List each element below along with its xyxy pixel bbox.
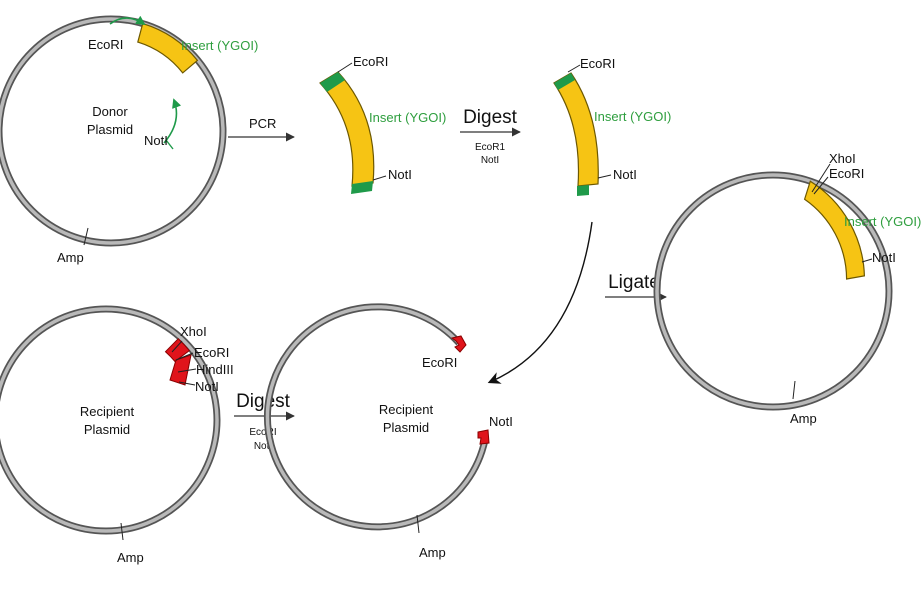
final-noti-label: NotI: [872, 250, 896, 265]
digested-ecori-end: [554, 73, 575, 90]
donor-noti-arrow: [163, 98, 182, 144]
digested-noti-label: NotI: [613, 167, 637, 182]
final-xhoi-label: XhoI: [829, 151, 856, 166]
final-insert-segment: [803, 180, 866, 280]
recipient-amp-label: Amp: [117, 550, 144, 565]
donor-name-line1: Donor: [92, 104, 128, 119]
digested-ecori-label: EcoRI: [580, 56, 615, 71]
digest-top-step: Digest EcoR1 NotI: [460, 107, 521, 166]
donor-noti-label: NotI: [144, 133, 168, 148]
digest-bottom-label: Digest: [236, 391, 291, 412]
digested-insert: EcoRI Insert (YGOI) NotI: [553, 56, 671, 196]
recipient-name-line1: Recipient: [80, 404, 135, 419]
donor-insert-label: Insert (YGOI): [181, 38, 258, 53]
recipient-xhoi-label: XhoI: [180, 324, 207, 339]
donor-ecori-label: EcoRI: [88, 37, 123, 52]
cut-recipient-plasmid: EcoRI NotI Recipient Plasmid Amp: [264, 303, 513, 560]
pcr-noti-end: [351, 181, 373, 194]
final-ecori-label: EcoRI: [829, 166, 864, 181]
final-amp-label: Amp: [790, 411, 817, 426]
pcr-noti-label: NotI: [388, 167, 412, 182]
final-plasmid: XhoI EcoRI Insert (YGOI) NotI Amp: [653, 151, 921, 426]
cut-name-line2: Plasmid: [383, 420, 429, 435]
digest-bottom-enzyme2: NotI: [254, 441, 272, 452]
pcr-insert-segment: [319, 71, 375, 187]
cut-ecori-end: [450, 335, 467, 353]
donor-amp-label: Amp: [57, 250, 84, 265]
digest-top-enzyme2: NotI: [481, 155, 499, 166]
recipient-hindiii-label: HindIII: [196, 362, 234, 377]
pcr-product: EcoRI Insert (YGOI) NotI: [319, 54, 446, 194]
pcr-ecori-end: [320, 72, 345, 92]
cut-ecori-label: EcoRI: [422, 355, 457, 370]
digested-insert-label: Insert (YGOI): [594, 109, 671, 124]
cut-amp-label: Amp: [419, 545, 446, 560]
digest-bottom-enzyme1: EcoRI: [249, 427, 276, 438]
pcr-label: PCR: [249, 116, 276, 131]
cut-name-line1: Recipient: [379, 402, 434, 417]
digested-noti-end: [577, 185, 589, 196]
donor-ecori-arrow: [109, 15, 146, 26]
recipient-ecori-label: EcoRI: [194, 345, 229, 360]
cut-noti-label: NotI: [489, 414, 513, 429]
digest-top-label: Digest: [463, 107, 518, 128]
curved-transfer-arrow: [487, 221, 593, 384]
donor-plasmid: EcoRI Insert (YGOI) Donor Plasmid NotI A…: [0, 15, 258, 265]
ligate-label: Ligate: [608, 272, 660, 293]
recipient-noti-label: NotI: [195, 379, 219, 394]
donor-insert-segment: [137, 22, 199, 74]
pcr-ecori-label: EcoRI: [353, 54, 388, 69]
digested-insert-segment: [553, 72, 599, 187]
pcr-step: PCR: [228, 116, 295, 142]
recipient-name-line2: Plasmid: [84, 422, 130, 437]
donor-name-line2: Plasmid: [87, 122, 133, 137]
pcr-insert-label: Insert (YGOI): [369, 110, 446, 125]
cut-noti-end: [477, 429, 490, 445]
recipient-plasmid: XhoI EcoRI HindIII NotI Recipient Plasmi…: [0, 305, 234, 565]
digest-top-enzyme1: EcoR1: [475, 142, 505, 153]
final-insert-label: Insert (YGOI): [844, 214, 921, 229]
digest-bottom-step: Digest EcoRI NotI: [234, 391, 295, 452]
